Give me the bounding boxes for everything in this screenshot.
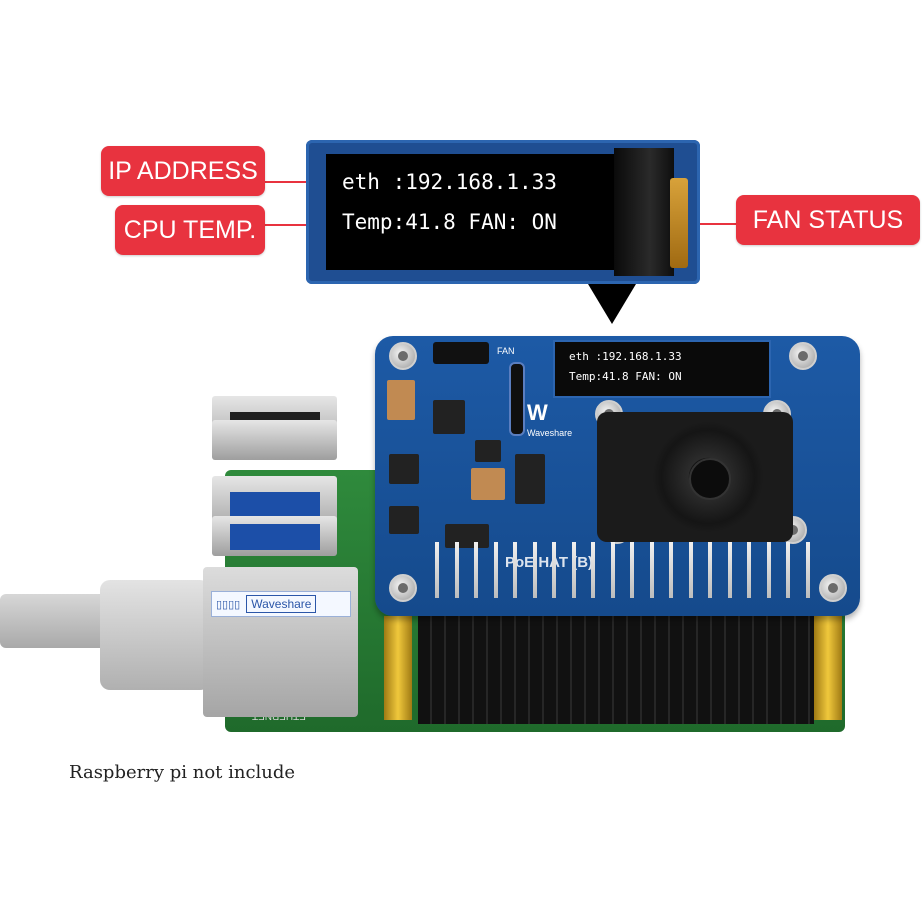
screw-top-right [789,342,817,370]
chip-4 [515,454,545,504]
gpio-header-stack [418,616,814,724]
hat-model-label: PoE HAT (B) [505,554,594,571]
gpio-pin [513,542,517,598]
usb3-port-lower [212,516,337,556]
chip-2 [389,454,419,484]
inductor-1 [387,380,415,420]
sticker-cn-text: ▯▯▯▯ [216,598,241,611]
gpio-pin [435,542,439,598]
chip-5 [389,506,419,534]
ip-address-callout: IP ADDRESS [101,146,265,196]
gpio-pin [610,542,615,598]
poe-hat-board: FAN W Waveshare eth :192.168.1.33 Temp:4… [375,336,860,616]
chip-6 [445,524,489,548]
gpio-pins [435,542,845,598]
gpio-pin [786,542,790,598]
waveshare-brand: Waveshare [527,428,573,438]
oled-flex-cable [670,178,688,268]
cpu-leader-line [265,224,333,226]
cooling-fan [597,412,793,542]
oled-zoom-temp-fan-text: Temp:41.8 FAN: ON [342,210,557,234]
gpio-pin [708,542,712,598]
power-switch [433,342,489,364]
cable-slot [509,362,525,436]
cpu-temp-callout: CPU TEMP. [115,205,265,255]
fan-status-callout: FAN STATUS [736,195,920,245]
gpio-pin [766,542,771,598]
screw-bottom-left [389,574,417,602]
chip-3 [475,440,501,462]
gpio-pin [688,542,693,598]
gpio-pin [669,542,673,598]
gpio-pin [571,542,576,598]
gpio-pin [474,542,478,598]
gpio-pin [532,542,537,598]
gpio-pin [552,542,556,598]
gpio-pin [493,542,498,598]
chip-1 [433,400,465,434]
gpio-pin [747,542,751,598]
standoff-right [814,616,842,720]
hat-oled-ip-text: eth :192.168.1.33 [569,350,682,363]
gpio-pin [805,542,810,598]
inductor-2 [471,468,505,500]
sticker-brand: Waveshare [246,595,317,613]
waveshare-logo: W [527,400,548,425]
zoom-pointer [588,284,636,324]
hat-oled-display: eth :192.168.1.33 Temp:41.8 FAN: ON [553,340,771,398]
gpio-pin [591,542,595,598]
standoff-left [384,616,412,720]
hat-oled-temp-fan-text: Temp:41.8 FAN: ON [569,370,682,383]
fan-silkscreen: FAN [497,346,515,356]
usb-port-top-lower [212,420,337,460]
screw-bottom-right [819,574,847,602]
ethernet-jack: ▯▯▯▯ Waveshare [203,567,358,717]
ethernet-sticker: ▯▯▯▯ Waveshare [211,591,351,617]
oled-zoom-panel: eth :192.168.1.33 Temp:41.8 FAN: ON [306,140,700,284]
gpio-pin [454,542,459,598]
oled-zoom-glass [614,148,674,276]
gpio-pin [649,542,654,598]
gpio-pin [727,542,732,598]
caption-text: Raspberry pi not include [69,762,296,783]
ip-leader-line [265,181,333,183]
rj45-plug [100,580,210,690]
oled-zoom-screen [326,154,614,270]
fan-hub [689,458,731,500]
oled-zoom-ip-text: eth :192.168.1.33 [342,170,557,194]
gpio-pin [630,542,634,598]
screw-top-left [389,342,417,370]
